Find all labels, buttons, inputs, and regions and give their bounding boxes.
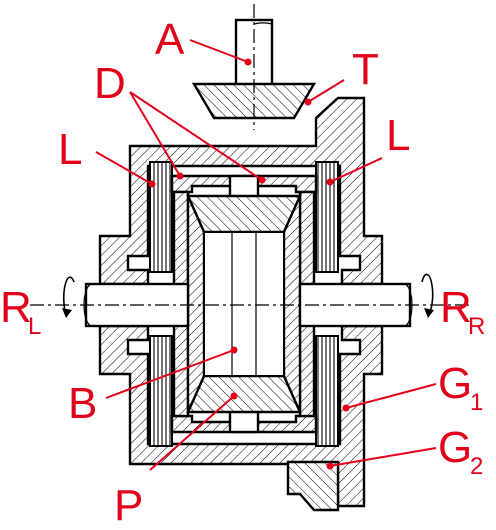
label-G2-subscript: 2 (470, 453, 483, 480)
label-P: P (114, 481, 143, 530)
label-R-left-subscript: L (28, 313, 41, 340)
label-L-right: L (386, 111, 410, 160)
label-G1-subscript: 1 (470, 389, 483, 416)
drive-pinion (191, 82, 317, 120)
clutch-pack-left (149, 161, 173, 447)
label-R-right: R (440, 283, 472, 332)
label-R-right-subscript: R (468, 313, 485, 340)
side-gears (186, 194, 302, 414)
label-L-left: L (58, 125, 82, 174)
rotation-arrow-right (421, 273, 434, 318)
leader-lines (95, 39, 437, 471)
label-R-left: R (0, 283, 32, 332)
centerlines (30, 4, 470, 306)
label-B: B (68, 379, 97, 428)
label-A: A (155, 15, 185, 64)
ring-gear (286, 460, 340, 512)
label-G1: G (438, 359, 472, 408)
clutch-pack-right (315, 161, 339, 447)
label-T: T (352, 45, 379, 94)
rotation-arrow-left (62, 276, 75, 318)
label-D: D (94, 59, 126, 108)
label-G2: G (438, 423, 472, 472)
